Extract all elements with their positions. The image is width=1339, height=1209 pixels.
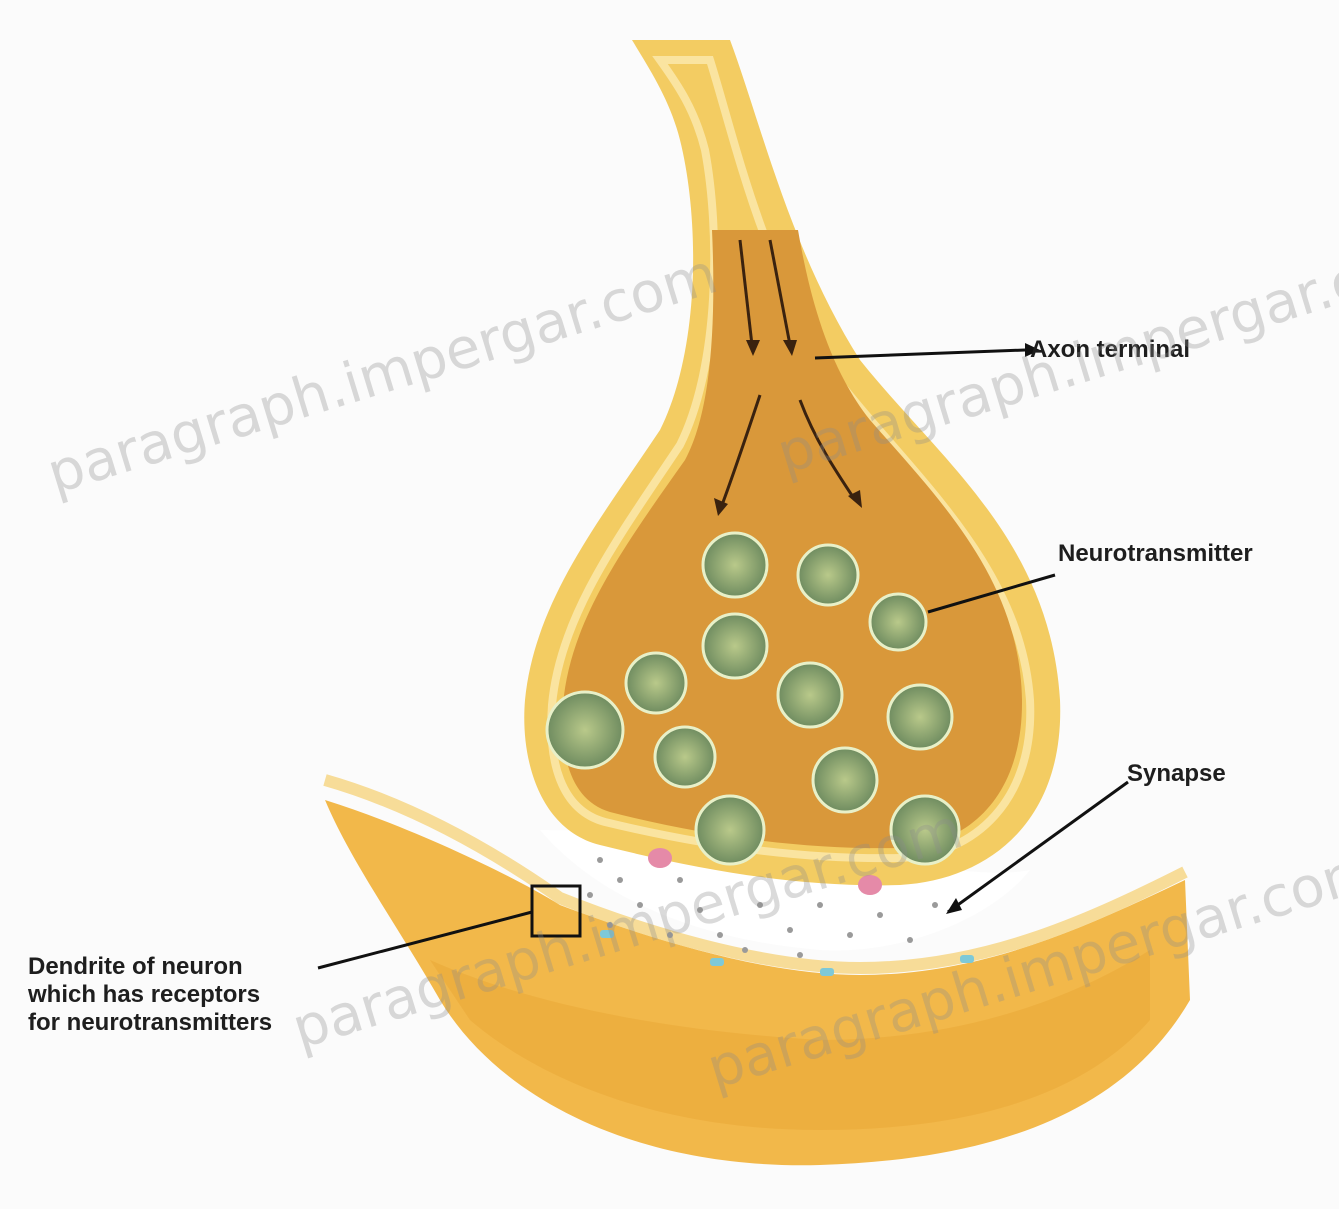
- axon-cytoplasm: [563, 230, 1023, 848]
- vesicle: [813, 748, 877, 812]
- vesicle: [655, 727, 715, 787]
- vesicle: [778, 663, 842, 727]
- vesicle: [888, 685, 952, 749]
- label-dendrite-line-2: which has receptors: [28, 981, 272, 1009]
- vesicle: [547, 692, 623, 768]
- vesicle: [703, 614, 767, 678]
- vesicle: [703, 533, 767, 597]
- label-dendrite: Dendrite of neuron which has receptors f…: [28, 953, 272, 1037]
- label-dendrite-line-1: Dendrite of neuron: [28, 953, 272, 981]
- label-dendrite-line-3: for neurotransmitters: [28, 1009, 272, 1037]
- label-neurotransmitter: Neurotransmitter: [1058, 540, 1253, 568]
- vesicle: [870, 594, 926, 650]
- label-synapse: Synapse: [1127, 760, 1226, 788]
- vesicle: [626, 653, 686, 713]
- label-axon-terminal: Axon terminal: [1030, 336, 1190, 364]
- vesicle: [696, 796, 764, 864]
- vesicle: [798, 545, 858, 605]
- vesicle: [891, 796, 959, 864]
